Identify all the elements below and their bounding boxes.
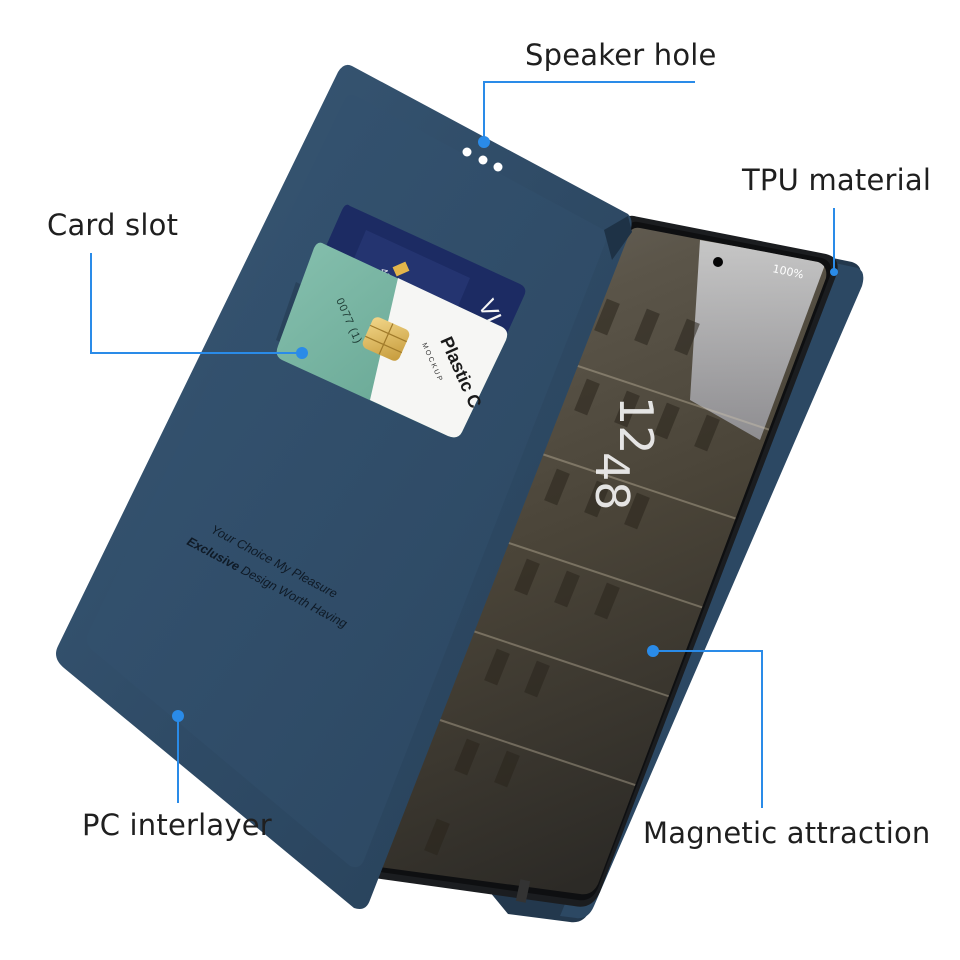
card-back-chip bbox=[392, 261, 410, 277]
card-slot-leader bbox=[90, 253, 302, 354]
speaker-hole-label: Speaker hole bbox=[525, 38, 717, 72]
speaker-hole-dots bbox=[462, 147, 503, 172]
side-button bbox=[515, 879, 531, 903]
magnetic-attraction-leader bbox=[653, 650, 763, 808]
front-camera bbox=[713, 257, 723, 267]
magnetic-attraction-label: Magnetic attraction bbox=[643, 816, 931, 850]
clock-minute: 48 bbox=[585, 452, 639, 511]
tpu-material-label: TPU material bbox=[742, 163, 932, 197]
speaker-hole-leader bbox=[483, 81, 695, 140]
card-front: Plastic C MOCKUP 0077 (1) bbox=[276, 242, 508, 438]
callout-dots bbox=[172, 136, 838, 722]
clock-hour: 12 bbox=[609, 396, 663, 455]
card-stack: 400 VI Plastic C MOCKUP 0077 (1) bbox=[276, 204, 526, 438]
card-slot-label: Card slot bbox=[47, 208, 179, 242]
callout-lines bbox=[90, 81, 835, 808]
status-battery: 100% bbox=[771, 262, 804, 281]
pc-interlayer-label: PC interlayer bbox=[82, 808, 272, 842]
